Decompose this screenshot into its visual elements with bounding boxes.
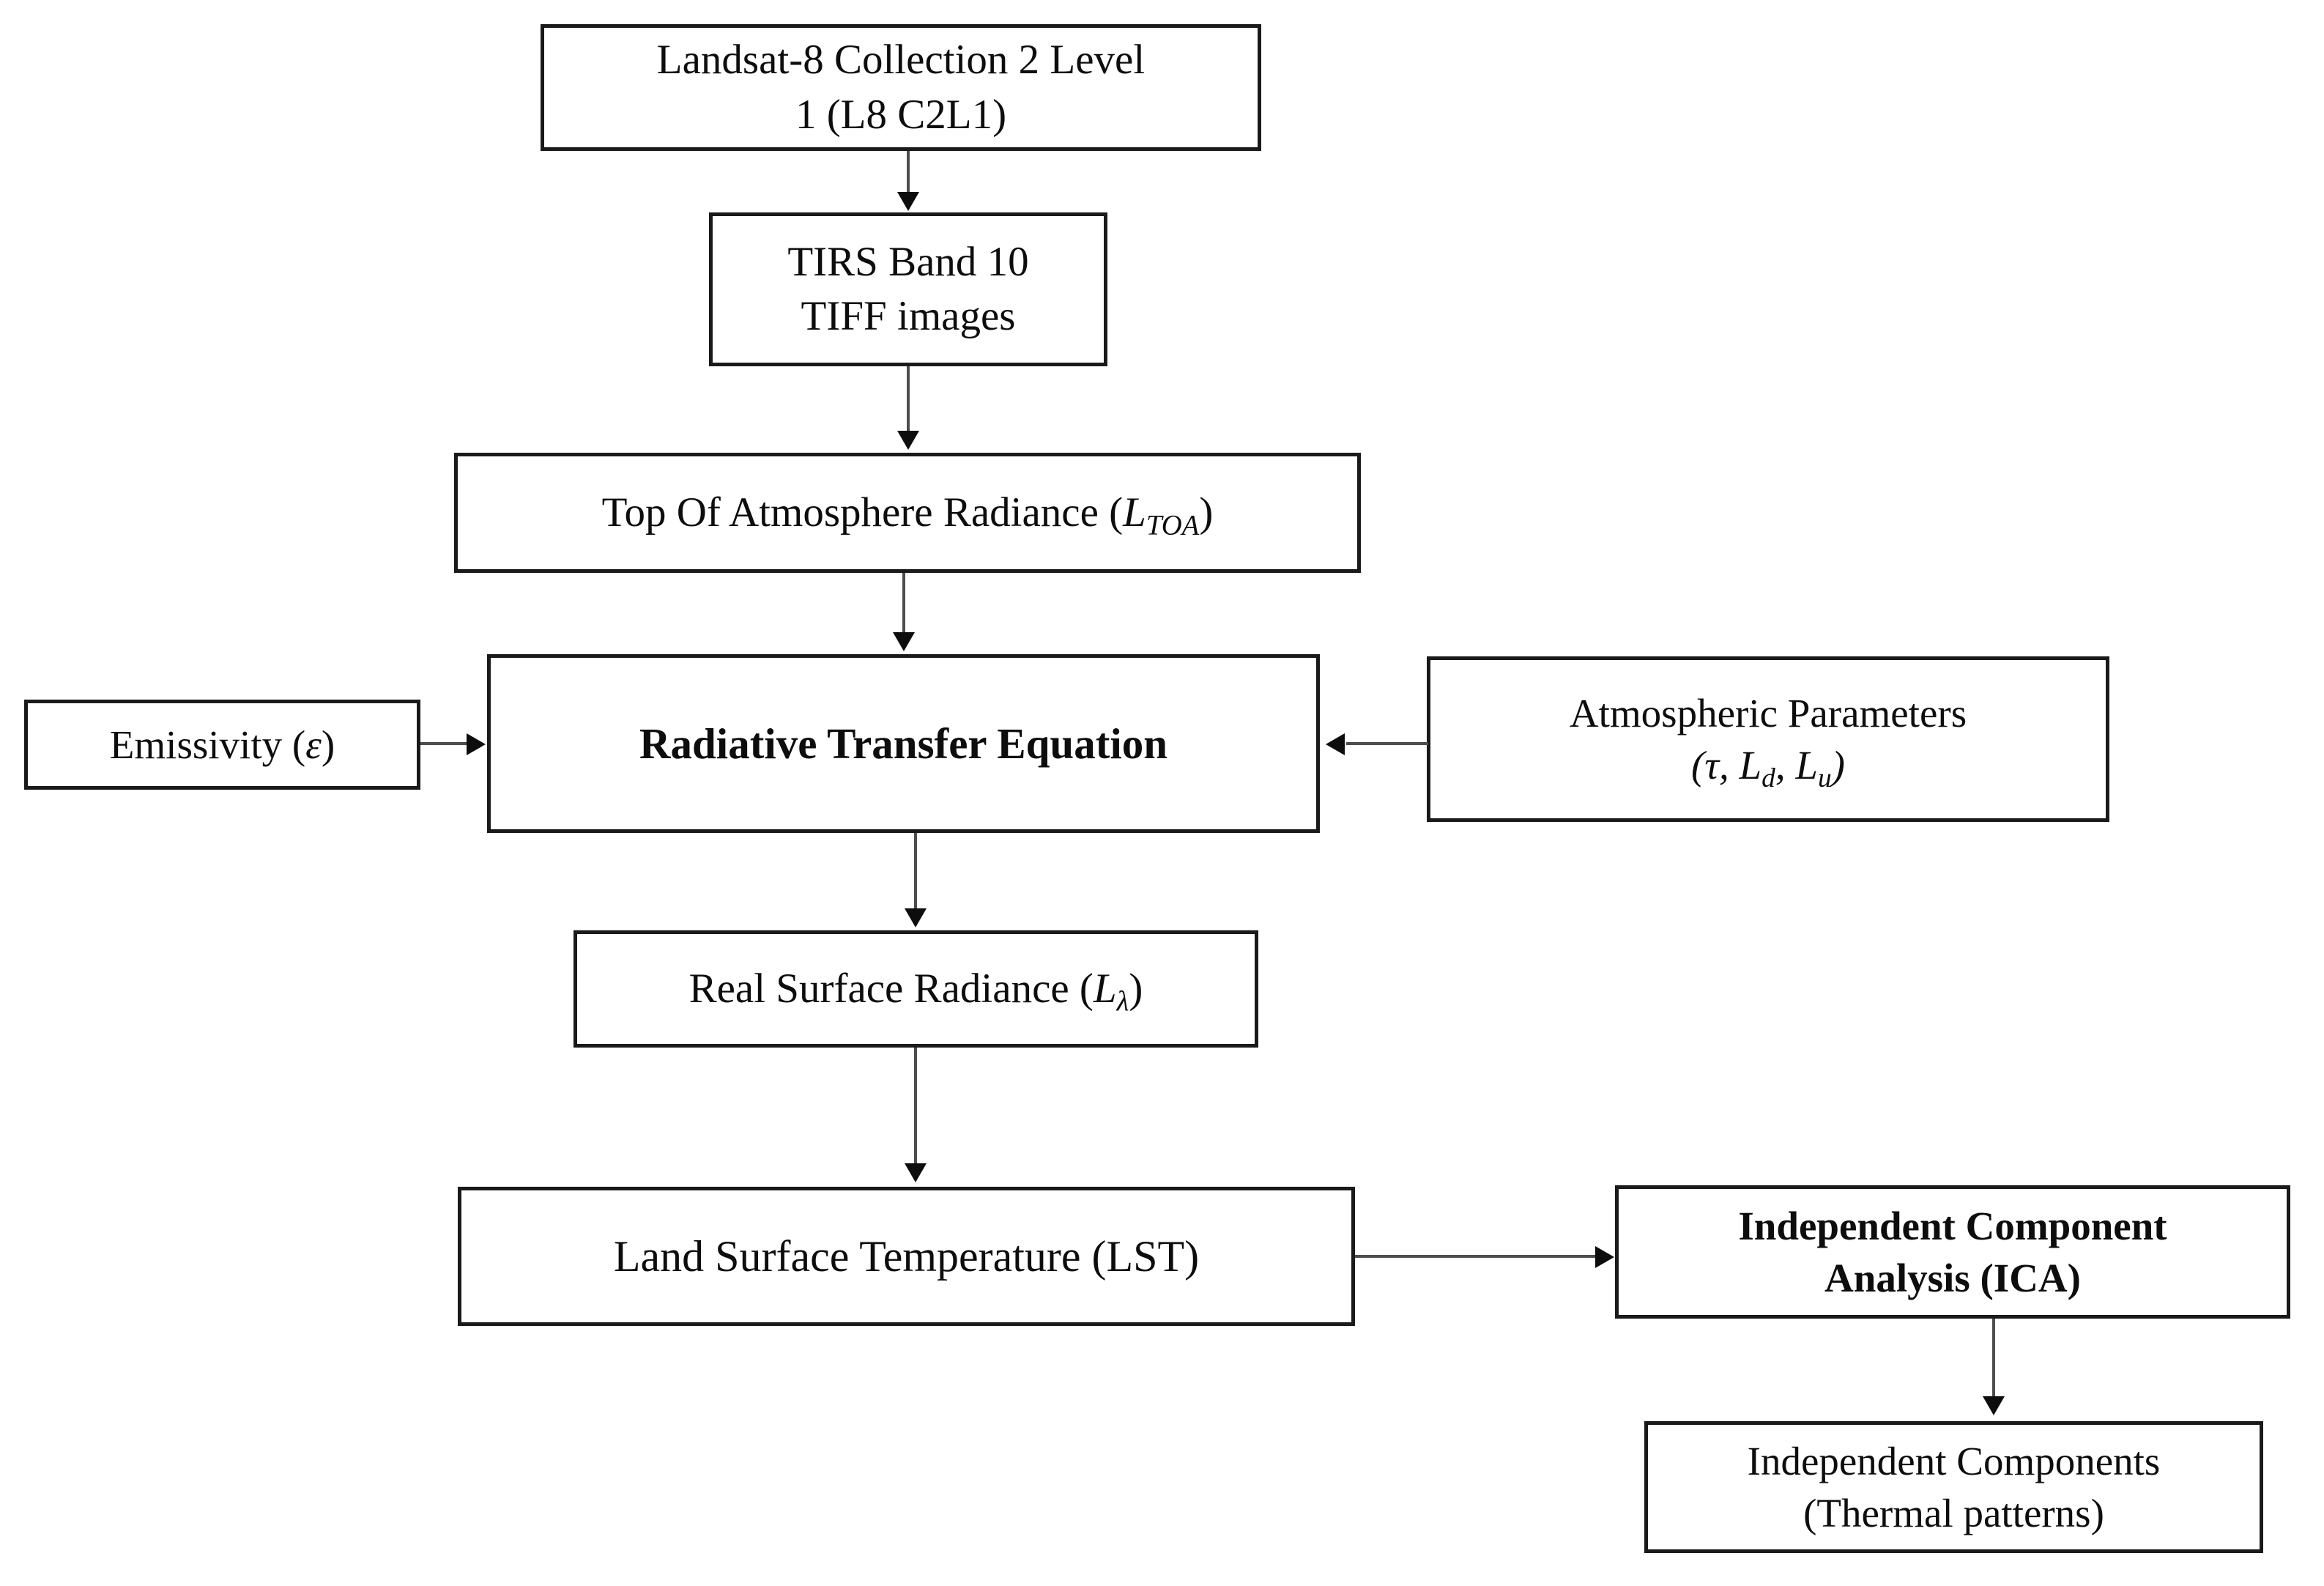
arrowhead-real-surface-radiance-to-lst — [905, 1163, 927, 1182]
arrowhead-lst-to-ica — [1595, 1246, 1614, 1268]
connector-toa-to-rte — [902, 573, 905, 635]
connector-landsat-to-tirs — [907, 151, 910, 195]
node-independent-components: Independent Components (Thermal patterns… — [1644, 1421, 2263, 1553]
node-atmospheric-line1: Atmospheric Parameters — [1569, 690, 1967, 735]
connector-tirs-to-toa — [907, 366, 910, 432]
arrowhead-emissivity-to-rte — [467, 733, 486, 755]
connector-emissivity-to-rte — [420, 742, 470, 745]
node-tirs-band-10: TIRS Band 10 TIFF images — [709, 212, 1107, 366]
node-rte-label: Radiative Transfer Equation — [639, 719, 1168, 768]
node-atm-sym-ld: L — [1739, 743, 1762, 788]
node-atm-sym-lu: L — [1795, 743, 1818, 788]
node-real-surface-radiance: Real Surface Radiance (Lλ) — [573, 930, 1258, 1048]
node-radiative-transfer-equation: Radiative Transfer Equation — [487, 654, 1320, 833]
node-rsr-symbol: L — [1093, 965, 1117, 1012]
node-rsr-suffix: ) — [1129, 965, 1143, 1012]
node-toa-prefix: Top Of Atmosphere Radiance ( — [601, 489, 1124, 536]
node-emissivity-symbol: ε — [305, 722, 322, 767]
node-emissivity: Emissivity (ε) — [24, 700, 420, 790]
arrowhead-tirs-to-toa — [897, 431, 919, 450]
connector-ica-to-independent-components — [1992, 1319, 1995, 1399]
node-land-surface-temperature: Land Surface Temperature (LST) — [458, 1187, 1355, 1326]
node-ica-line2: Analysis (ICA) — [1824, 1256, 2081, 1300]
node-atm-comma1: , — [1719, 743, 1740, 788]
node-landsat-line1: Landsat-8 Collection 2 Level — [656, 37, 1146, 84]
node-atm-close: ) — [1831, 743, 1845, 788]
connector-atmospheric-to-rte — [1346, 742, 1428, 745]
arrowhead-atmospheric-to-rte — [1326, 733, 1345, 755]
node-top-of-atmosphere-radiance: Top Of Atmosphere Radiance (LTOA) — [454, 453, 1361, 573]
node-ic-line1: Independent Components — [1747, 1438, 2161, 1483]
node-toa-subscript: TOA — [1146, 509, 1200, 541]
node-tirs-line2: TIFF images — [801, 293, 1016, 339]
node-atm-sub-d: d — [1761, 763, 1775, 794]
node-emissivity-suffix: ) — [321, 722, 335, 767]
node-atm-open: ( — [1691, 743, 1705, 788]
node-landsat-line2: 1 (L8 C2L1) — [795, 91, 1007, 138]
node-tirs-line1: TIRS Band 10 — [787, 238, 1029, 285]
node-atmospheric-parameters: Atmospheric Parameters (τ, Ld, Lu) — [1427, 656, 2109, 822]
connector-real-surface-radiance-to-lst — [914, 1048, 917, 1165]
node-atm-comma2: , — [1775, 743, 1796, 788]
node-atm-tau: τ — [1704, 743, 1720, 788]
arrowhead-rte-to-real-surface-radiance — [905, 908, 927, 927]
node-landsat-8-collection: Landsat-8 Collection 2 Level 1 (L8 C2L1) — [541, 24, 1261, 151]
node-ica-line1: Independent Component — [1738, 1203, 2167, 1248]
connector-lst-to-ica — [1355, 1255, 1597, 1258]
node-emissivity-prefix: Emissivity ( — [109, 722, 306, 767]
node-atm-sub-u: u — [1817, 763, 1832, 794]
node-ic-line2: (Thermal patterns) — [1803, 1491, 2104, 1535]
node-toa-symbol: L — [1123, 489, 1146, 536]
arrowhead-ica-to-independent-components — [1983, 1396, 2005, 1415]
node-toa-suffix: ) — [1199, 489, 1214, 536]
node-rsr-prefix: Real Surface Radiance ( — [688, 965, 1094, 1012]
node-independent-component-analysis: Independent Component Analysis (ICA) — [1615, 1185, 2290, 1319]
arrowhead-landsat-to-tirs — [897, 192, 919, 211]
node-atmospheric-formula: (τ, Ld, Lu) — [1691, 743, 1845, 792]
arrowhead-toa-to-rte — [893, 632, 915, 651]
node-lst-label: Land Surface Temperature (LST) — [613, 1232, 1200, 1281]
connector-rte-to-real-surface-radiance — [914, 833, 917, 910]
node-rsr-subscript: λ — [1116, 985, 1129, 1018]
